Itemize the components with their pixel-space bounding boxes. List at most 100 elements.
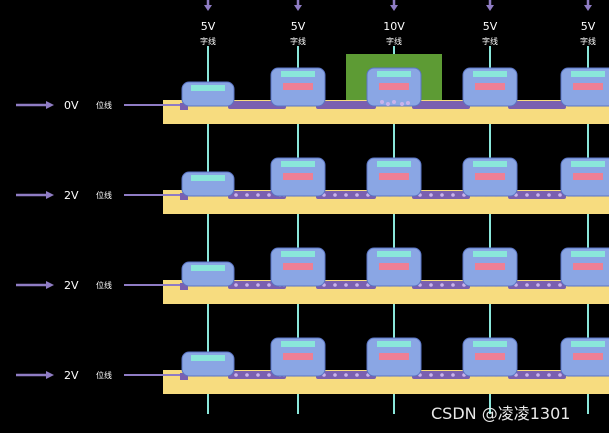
control-gate — [475, 263, 505, 270]
bit-line-label: 位线 — [96, 190, 112, 200]
bit-line-label: 位线 — [96, 100, 112, 110]
floating-gate — [473, 71, 507, 77]
bit-line-voltage: 2V — [64, 279, 79, 292]
channel-segment — [412, 101, 470, 109]
floating-gate — [473, 341, 507, 347]
electron-dot — [267, 283, 271, 287]
electron-dot — [245, 373, 249, 377]
electron-dot — [333, 193, 337, 197]
control-gate — [573, 173, 603, 180]
electron-dot — [245, 283, 249, 287]
floating-gate — [377, 71, 411, 77]
electron-dot — [429, 373, 433, 377]
electron-dot — [386, 102, 390, 106]
bit-line-arrowhead — [46, 371, 54, 379]
floating-gate — [571, 161, 605, 167]
watermark-text: CSDN @凌凌1301 — [431, 404, 570, 423]
floating-gate — [377, 341, 411, 347]
channel-segment — [316, 101, 376, 109]
watermark-group: CSDN @凌凌1301 — [431, 404, 570, 423]
memory-cell — [181, 171, 235, 197]
memory-cell — [270, 67, 326, 107]
word-line-voltage: 5V — [483, 20, 498, 33]
control-gate — [475, 173, 505, 180]
control-gate — [283, 353, 313, 360]
floating-gate — [281, 71, 315, 77]
source-contact — [180, 373, 188, 380]
electron-dot — [267, 373, 271, 377]
memory-cell — [462, 67, 518, 107]
electron-dot — [355, 373, 359, 377]
control-gate — [283, 83, 313, 90]
control-gate — [379, 173, 409, 180]
electron-dot — [267, 193, 271, 197]
electron-dot — [256, 193, 260, 197]
bit-line-arrowhead — [46, 101, 54, 109]
word-line-label: 字线 — [290, 36, 306, 46]
electron-dot — [380, 100, 384, 104]
cell-row — [163, 247, 609, 304]
electron-dot — [536, 193, 540, 197]
memory-cell — [462, 157, 518, 197]
bit-line-arrowhead — [46, 191, 54, 199]
word-line-arrowhead — [390, 5, 398, 11]
electron-dot — [344, 283, 348, 287]
word-line-arrowhead — [294, 5, 302, 11]
memory-cell — [366, 157, 422, 197]
electron-dot — [400, 102, 404, 106]
control-gate — [283, 173, 313, 180]
word-line-voltage: 5V — [201, 20, 216, 33]
electron-dot — [344, 193, 348, 197]
floating-gate — [571, 251, 605, 257]
floating-gate — [191, 175, 225, 181]
memory-cell — [560, 67, 609, 107]
electron-dot — [392, 100, 396, 104]
electron-dot — [547, 373, 551, 377]
floating-gate — [473, 161, 507, 167]
word-line-voltage: 5V — [581, 20, 596, 33]
control-gate — [573, 353, 603, 360]
memory-cell — [270, 157, 326, 197]
memory-cell — [366, 247, 422, 287]
word-line-label: 字线 — [200, 36, 216, 46]
bit-line-label: 位线 — [96, 280, 112, 290]
electron-dot — [440, 193, 444, 197]
electron-dot — [256, 283, 260, 287]
floating-gate — [191, 265, 225, 271]
source-contact — [180, 193, 188, 200]
channel-segment — [508, 101, 566, 109]
electron-dot — [245, 193, 249, 197]
memory-cell — [181, 81, 235, 107]
electron-dot — [525, 373, 529, 377]
memory-cell — [462, 337, 518, 377]
word-line-arrowhead — [204, 5, 212, 11]
electron-dot — [547, 283, 551, 287]
electron-dot — [355, 283, 359, 287]
electron-dot — [234, 193, 238, 197]
memory-cell — [270, 337, 326, 377]
control-gate — [475, 353, 505, 360]
electron-dot — [525, 193, 529, 197]
floating-gate — [281, 341, 315, 347]
control-gate — [379, 263, 409, 270]
electron-dot — [536, 283, 540, 287]
word-line-label: 字线 — [482, 36, 498, 46]
electron-dot — [558, 283, 562, 287]
cell-row — [163, 67, 609, 124]
electron-dot — [547, 193, 551, 197]
electron-dot — [344, 373, 348, 377]
electron-dot — [536, 373, 540, 377]
bit-line-voltage: 2V — [64, 369, 79, 382]
memory-cell — [560, 157, 609, 197]
electron-dot — [451, 193, 455, 197]
control-gate — [283, 263, 313, 270]
memory-cell — [560, 337, 609, 377]
memory-cell — [462, 247, 518, 287]
control-gate — [379, 353, 409, 360]
electron-dot — [256, 373, 260, 377]
electron-dot — [440, 373, 444, 377]
source-contact — [180, 283, 188, 290]
